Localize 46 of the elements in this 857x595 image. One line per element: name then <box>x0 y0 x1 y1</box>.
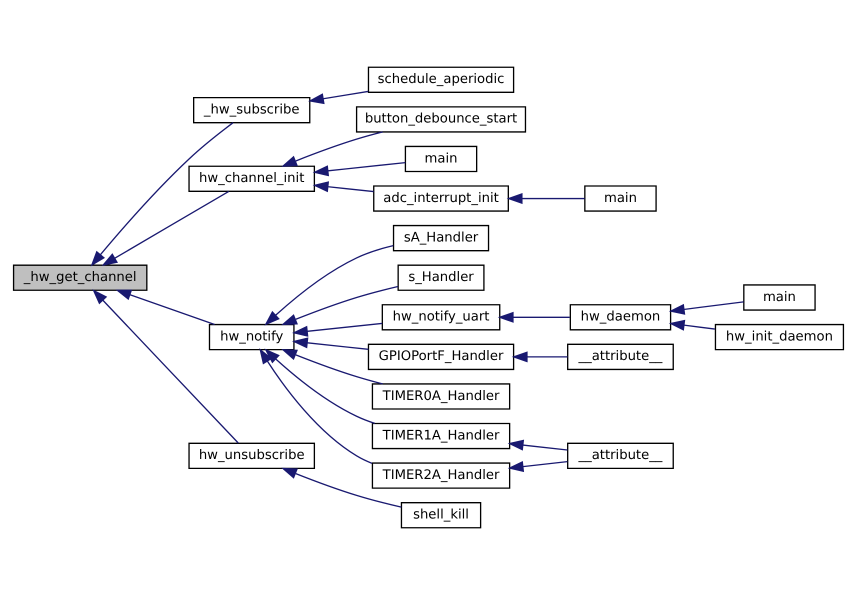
arrow <box>498 312 570 323</box>
arrow <box>281 131 383 167</box>
node-box: s_Handler <box>398 264 485 291</box>
node-box: TIMER1A_Handler <box>372 422 510 450</box>
node-box: hw_unsubscribe <box>188 442 316 470</box>
node-box: GPIOPortF_Handler <box>368 344 514 370</box>
arrow <box>308 90 368 104</box>
arrow <box>312 181 374 192</box>
node-box: hw_init_daemon <box>714 324 844 350</box>
arrow <box>508 460 568 472</box>
arrow <box>668 320 715 331</box>
node-box: shell_kill <box>400 502 482 528</box>
arrow <box>668 301 744 315</box>
node-box: _hw_subscribe <box>193 96 310 124</box>
arrow <box>92 289 239 444</box>
arrow <box>115 290 215 326</box>
node-box: button_debounce_start <box>356 106 526 133</box>
arrow <box>508 440 568 451</box>
node-box: hw_notify <box>208 324 295 350</box>
node-box: __attribute__ <box>567 344 674 370</box>
node-box: TIMER0A_Handler <box>372 383 510 410</box>
arrow <box>292 322 382 337</box>
arrow <box>281 468 402 508</box>
node-box: TIMER2A_Handler <box>372 462 510 489</box>
arrow <box>312 162 406 176</box>
arrow <box>281 349 383 385</box>
arrow <box>90 122 234 266</box>
node-box: hw_channel_init <box>188 166 316 192</box>
node-box: hw_daemon <box>570 304 672 330</box>
node-box: __attribute__ <box>567 442 674 470</box>
node-box: main <box>743 284 816 311</box>
node-box: main <box>404 146 478 172</box>
node-box: adc_interrupt_init <box>373 185 509 212</box>
arrow <box>281 286 398 326</box>
node-box: sA_Handler <box>392 224 490 252</box>
arrow <box>102 190 230 266</box>
arrow <box>264 348 376 424</box>
node-box: schedule_aperiodic <box>368 66 514 93</box>
node-box: _hw_get_channel <box>12 264 148 291</box>
arrow <box>506 193 585 204</box>
arrow <box>292 337 368 350</box>
node-box: main <box>584 185 657 212</box>
node-box: hw_notify_uart <box>382 304 500 330</box>
arrow <box>264 244 394 326</box>
arrow <box>512 351 568 362</box>
arrow <box>259 348 372 464</box>
